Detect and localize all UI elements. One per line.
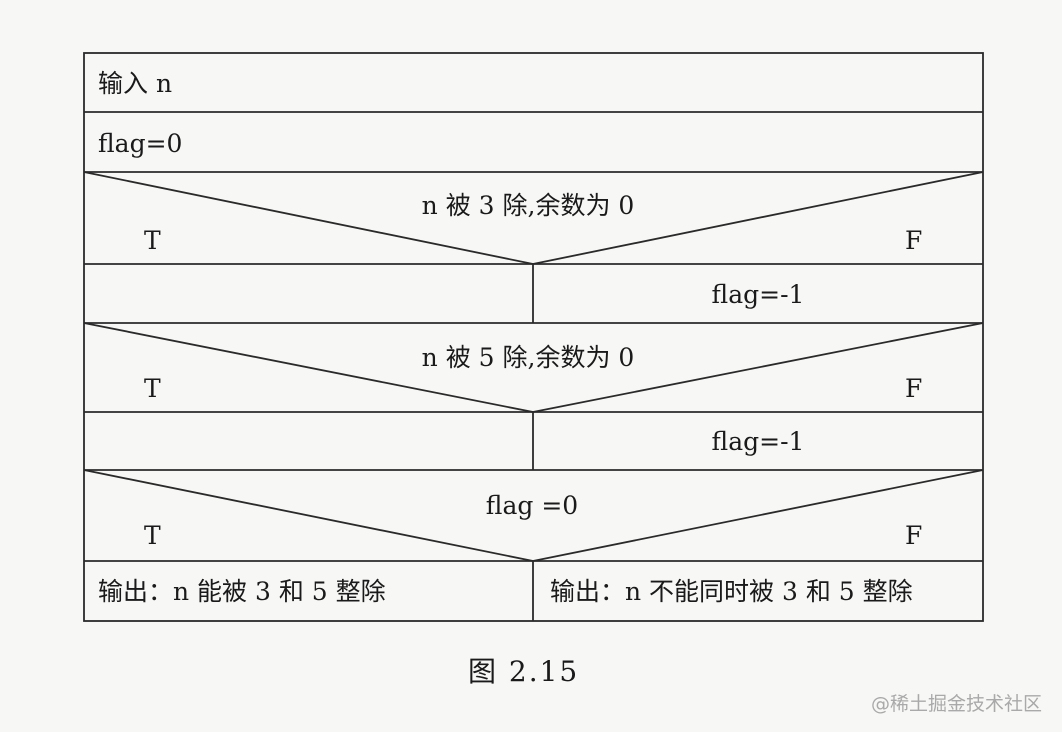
decision1-left-diagonal: [83, 171, 534, 265]
decision2-false-label: F: [905, 374, 923, 403]
decision3-right-diagonal: [532, 469, 984, 562]
decision2-true-label: T: [144, 374, 161, 403]
decision2-left-diagonal: [83, 322, 534, 413]
decision1-condition: n 被 3 除,余数为 0: [421, 191, 635, 220]
decision3-left-diagonal: [83, 469, 534, 562]
decision2-right-diagonal: [532, 322, 984, 413]
decision3-condition: flag =0: [485, 491, 579, 520]
output-false: 输出：n 不能同时被 3 和 5 整除: [550, 577, 913, 606]
figure-caption: 图 2.15: [468, 655, 580, 688]
decision3-true-label: T: [144, 521, 161, 550]
init-step: flag=0: [98, 129, 183, 158]
decision1-false-action: flag=-1: [711, 280, 805, 309]
input-step: 输入 n: [98, 69, 173, 98]
outer-border: [83, 52, 984, 622]
decision1-true-label: T: [144, 226, 161, 255]
decision1-false-label: F: [905, 226, 923, 255]
output-true: 输出：n 能被 3 和 5 整除: [98, 577, 386, 606]
watermark: @稀土掘金技术社区: [870, 693, 1042, 715]
decision2-condition: n 被 5 除,余数为 0: [421, 343, 635, 372]
decision3-false-label: F: [905, 521, 923, 550]
decision2-false-action: flag=-1: [711, 427, 805, 456]
decision1-right-diagonal: [532, 171, 984, 265]
